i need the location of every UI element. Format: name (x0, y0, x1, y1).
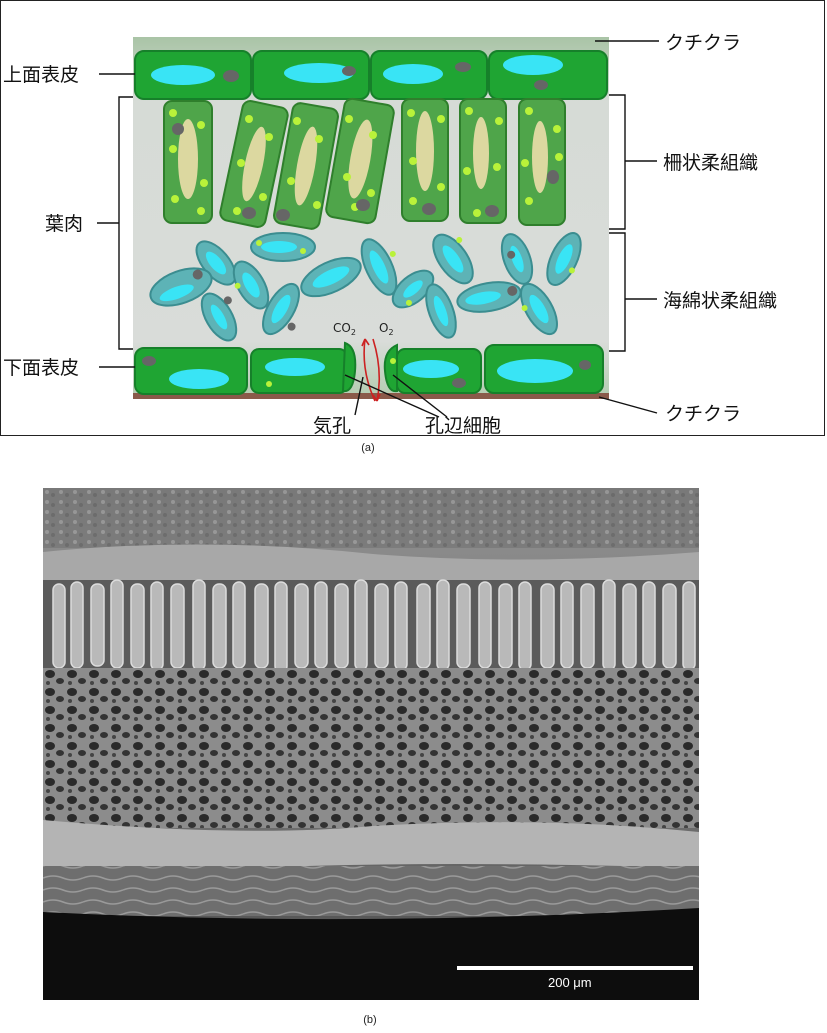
scale-bar (457, 966, 693, 970)
label-stomata: 気孔 (313, 415, 351, 437)
label-mesophyll: 葉肉 (45, 213, 83, 235)
palisade-chloroplasts (169, 107, 563, 217)
label-co2-subscript: 2 (351, 328, 356, 337)
label-o2-subscript: 2 (388, 328, 393, 337)
label-spongy: 海綿状柔組織 (663, 290, 777, 312)
left-leader-lines (97, 73, 135, 368)
label-palisade: 柵状柔組織 (663, 152, 758, 174)
scale-bar-label: 200 μm (548, 975, 592, 990)
caption-b: (b) (363, 1014, 377, 1026)
label-upper-epidermis: 上面表皮 (3, 64, 79, 86)
label-o2: O2 (379, 321, 394, 337)
bottom-leader-lines (344, 374, 448, 418)
sem-palisade-columns (43, 579, 699, 673)
label-lower-epidermis: 下面表皮 (3, 357, 79, 379)
spongy-cells (149, 232, 582, 342)
panel-a-frame: 上面表皮 葉肉 下面表皮 クチクラ 柵状柔組織 海綿状柔組織 クチクラ 気孔 孔… (0, 0, 825, 437)
label-guard-cells: 孔辺細胞 (425, 415, 501, 437)
label-cuticle-top: クチクラ (665, 32, 741, 54)
label-cuticle-bottom: クチクラ (665, 403, 741, 425)
right-leader-lines (595, 40, 659, 414)
sem-spongy-region (43, 668, 699, 828)
leaf-cross-section-diagram: 上面表皮 葉肉 下面表皮 クチクラ 柵状柔組織 海綿状柔組織 クチクラ 気孔 孔… (3, 32, 777, 437)
palisade-nuclei (172, 123, 559, 221)
lower-epidermis-cells (134, 344, 604, 395)
gas-exchange-arrows (361, 338, 381, 402)
lower-cuticle (133, 393, 609, 399)
sem-micrograph (43, 488, 699, 1000)
upper-epidermis-cells (134, 50, 608, 100)
caption-a: (a) (361, 442, 375, 454)
label-co2: CO2 (333, 321, 356, 337)
guard-cells (341, 341, 398, 393)
